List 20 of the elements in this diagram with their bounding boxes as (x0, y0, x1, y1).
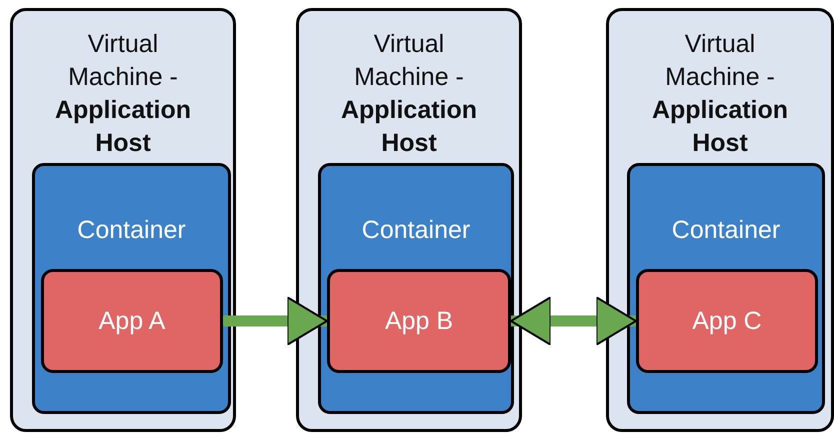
container-label: Container (76, 216, 187, 245)
virtual-machine-panel (606, 8, 834, 432)
arrow (223, 296, 328, 346)
container-box (627, 163, 825, 414)
app-label: App A (98, 306, 166, 336)
app-box (636, 269, 818, 373)
panel-heading: Virtual Machine - Application Host (650, 29, 790, 159)
app-box (41, 269, 223, 373)
panel-heading: Virtual Machine - Application Host (340, 29, 478, 159)
container-label: Container (360, 216, 472, 245)
panel-heading: Virtual Machine - Application Host (54, 29, 192, 159)
app-label: App B (384, 306, 454, 336)
app-box (327, 269, 511, 373)
virtual-machine-panel (296, 8, 522, 432)
arrow (510, 296, 637, 346)
app-label: App C (692, 306, 762, 336)
container-box (32, 163, 231, 414)
container-label: Container (670, 216, 782, 245)
container-box (318, 163, 514, 414)
virtual-machine-panel (10, 8, 236, 432)
